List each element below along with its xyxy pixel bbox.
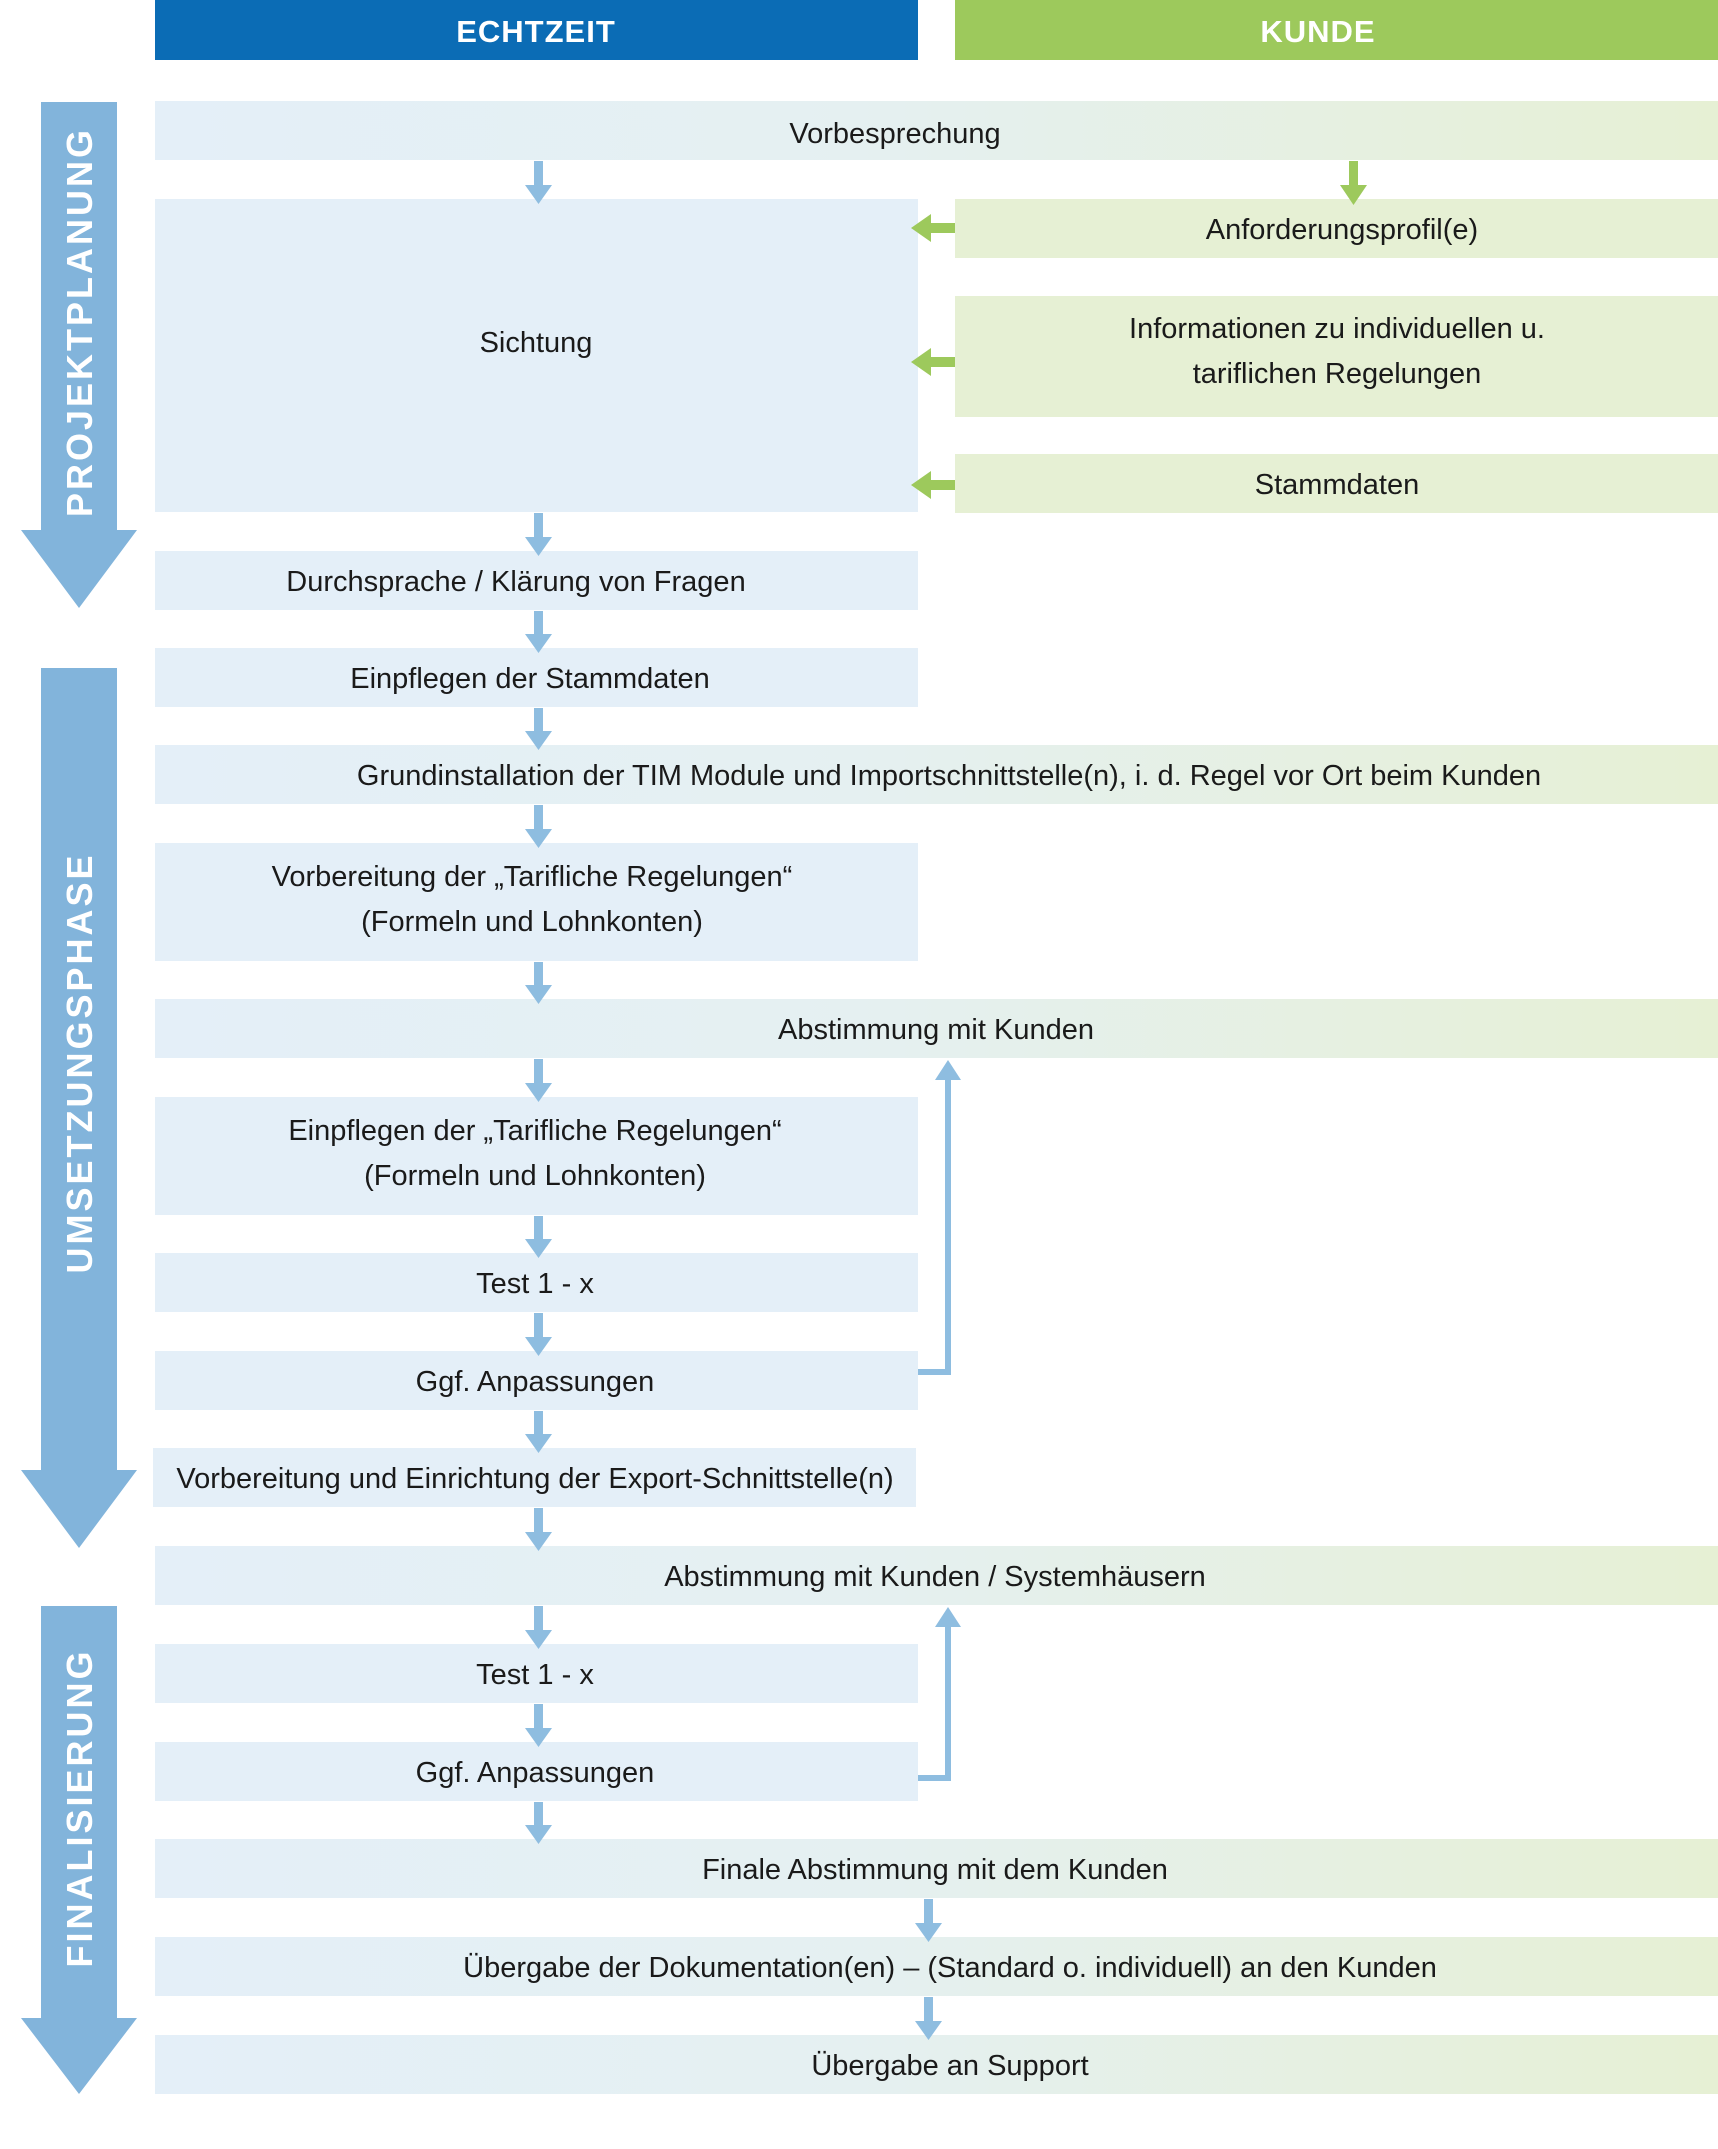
label-abstimmung-systemhaeuser: Abstimmung mit Kunden / Systemhäusern: [664, 1561, 1206, 1593]
feedback-loop-1: [918, 1060, 961, 1375]
label-finale-abstimmung: Finale Abstimmung mit dem Kunden: [702, 1854, 1168, 1886]
label-informationen-line2: tariflichen Regelungen: [1193, 358, 1482, 390]
box-export-schnittstelle: [153, 1448, 916, 1507]
arrow-down-icon: [915, 1997, 942, 2040]
label-anpassungen-2: Ggf. Anpassungen: [416, 1757, 655, 1789]
label-einpflegen-tarif-line1: Einpflegen der „Tarifliche Regelungen“: [288, 1115, 781, 1147]
label-einpflegen-tarif-line2: (Formeln und Lohnkonten): [364, 1160, 706, 1192]
box-anforderungsprofil: [955, 199, 1718, 258]
arrow-down-icon: [525, 708, 552, 750]
label-uebergabe-support: Übergabe an Support: [811, 2050, 1088, 2082]
label-vorbereitung-tarif-line1: Vorbereitung der „Tarifliche Regelungen“: [272, 861, 793, 893]
box-informationen: [955, 296, 1718, 417]
box-finale-abstimmung: [155, 1839, 1718, 1898]
arrow-down-icon: [525, 1802, 552, 1844]
box-vorbesprechung: [155, 101, 1718, 160]
box-einpflegen-tarif: [155, 1097, 918, 1215]
arrow-down-icon: [525, 513, 552, 556]
phase-arrow-projektplanung: PROJEKTPLANUNG: [21, 102, 137, 608]
box-anpassungen-2: [155, 1742, 918, 1801]
box-uebergabe-support: [155, 2035, 1718, 2094]
box-uebergabe-dokumentation: [155, 1937, 1718, 1996]
arrow-left-icon: [911, 348, 955, 376]
label-einpflegen-stammdaten: Einpflegen der Stammdaten: [350, 663, 710, 695]
phase-label-finalisierung: FINALISIERUNG: [59, 1648, 100, 1967]
arrow-down-icon: [525, 1216, 552, 1258]
feedback-loop-2: [918, 1607, 961, 1781]
arrow-down-icon: [525, 1704, 552, 1747]
arrow-down-icon: [915, 1899, 942, 1942]
phase-arrow-umsetzungsphase: UMSETZUNGSPHASE: [21, 668, 137, 1548]
flow-arrows-blue: [525, 161, 942, 2040]
label-sichtung: Sichtung: [480, 327, 593, 359]
label-durchsprache: Durchsprache / Klärung von Fragen: [286, 566, 745, 598]
box-einpflegen-stammdaten: [155, 648, 918, 707]
echtzeit-header-bar: [155, 0, 918, 60]
label-anpassungen-1: Ggf. Anpassungen: [416, 1366, 655, 1398]
box-abstimmung-kunden: [155, 999, 1718, 1058]
arrow-down-icon: [525, 962, 552, 1004]
label-uebergabe-dokumentation: Übergabe der Dokumentation(en) – (Standa…: [463, 1952, 1437, 1984]
label-anforderungsprofil: Anforderungsprofil(e): [1206, 214, 1478, 246]
label-test-2: Test 1 - x: [476, 1659, 594, 1691]
label-informationen-line1: Informationen zu individuellen u.: [1129, 313, 1545, 345]
box-test-2: [155, 1644, 918, 1703]
arrow-up-icon: [935, 1060, 961, 1080]
box-durchsprache: [155, 551, 918, 610]
arrow-down-icon: [525, 1508, 552, 1551]
arrow-down-icon: [525, 611, 552, 653]
arrow-down-icon: [525, 1606, 552, 1649]
label-vorbesprechung: Vorbesprechung: [789, 118, 1000, 150]
kunde-header-label: KUNDE: [1260, 14, 1375, 49]
box-anpassungen-1: [155, 1351, 918, 1410]
phase-label-projektplanung: PROJEKTPLANUNG: [59, 127, 100, 517]
phase-arrow-finalisierung: FINALISIERUNG: [21, 1606, 137, 2094]
arrow-down-icon: [525, 1411, 552, 1453]
label-vorbereitung-tarif-line2: (Formeln und Lohnkonten): [361, 906, 703, 938]
box-abstimmung-systemhaeuser: [155, 1546, 1718, 1605]
box-vorbereitung-tarif: [155, 843, 918, 961]
arrow-down-icon: [525, 1059, 552, 1102]
arrow-down-icon: [525, 805, 552, 848]
label-grundinstallation: Grundinstallation der TIM Module und Imp…: [357, 760, 1541, 792]
arrow-left-icon: [911, 471, 955, 499]
box-test-1: [155, 1253, 918, 1312]
kunde-header-bar: [955, 0, 1718, 60]
arrow-down-icon: [1340, 161, 1367, 205]
label-stammdaten: Stammdaten: [1255, 469, 1419, 501]
label-export-schnittstelle: Vorbereitung und Einrichtung der Export-…: [176, 1463, 893, 1495]
arrow-left-icon: [911, 214, 955, 242]
label-test-1: Test 1 - x: [476, 1268, 594, 1300]
box-sichtung: [155, 199, 918, 512]
label-abstimmung-kunden: Abstimmung mit Kunden: [778, 1014, 1094, 1046]
phase-label-umsetzungsphase: UMSETZUNGSPHASE: [59, 852, 100, 1273]
arrow-up-icon: [935, 1607, 961, 1627]
arrow-down-icon: [525, 161, 552, 204]
flow-arrows-green: [911, 161, 1367, 499]
echtzeit-header-label: ECHTZEIT: [456, 14, 616, 49]
box-stammdaten: [955, 454, 1718, 513]
box-grundinstallation: [155, 745, 1718, 804]
arrow-down-icon: [525, 1313, 552, 1356]
